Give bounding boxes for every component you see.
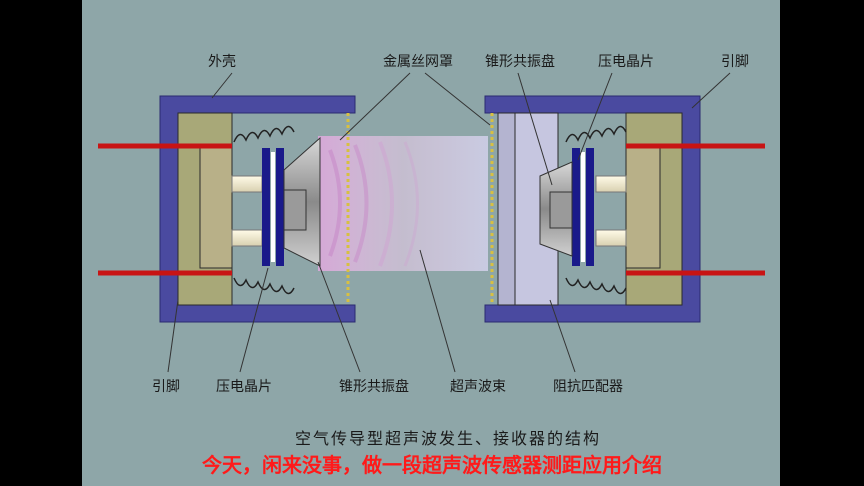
label-impedance-matcher: 阻抗匹配器	[553, 379, 623, 395]
label-pin-top: 引脚	[721, 54, 749, 70]
label-shell: 外壳	[208, 53, 236, 70]
transmitter-spring-bottom	[233, 277, 295, 295]
transmitter	[98, 95, 356, 323]
diagram-caption: 空气传导型超声波发生、接收器的结构	[295, 429, 601, 448]
label-mesh-cover: 金属丝网罩	[383, 54, 453, 70]
label-beam: 超声波束	[450, 379, 506, 395]
transmitter-shell	[159, 95, 356, 323]
receiver-spring-top	[565, 125, 627, 143]
label-piezo-bottom: 压电晶片	[216, 379, 272, 395]
leader-lines	[167, 72, 731, 373]
transmitter-piezo	[262, 148, 270, 266]
receiver-piezo	[572, 148, 580, 266]
receiver	[484, 95, 765, 323]
transmitter-spring-top	[233, 125, 295, 143]
label-cone-top: 锥形共振盘	[485, 53, 555, 70]
label-cone-bottom: 锥形共振盘	[339, 378, 409, 395]
label-piezo-top: 压电晶片	[598, 54, 654, 70]
video-subtitle: 今天，闲来没事，做一段超声波传感器测距应用介绍	[202, 453, 662, 477]
ultrasonic-beam	[318, 136, 488, 271]
receiver-spring-bottom	[565, 277, 627, 295]
label-pin-bottom: 引脚	[152, 379, 180, 395]
